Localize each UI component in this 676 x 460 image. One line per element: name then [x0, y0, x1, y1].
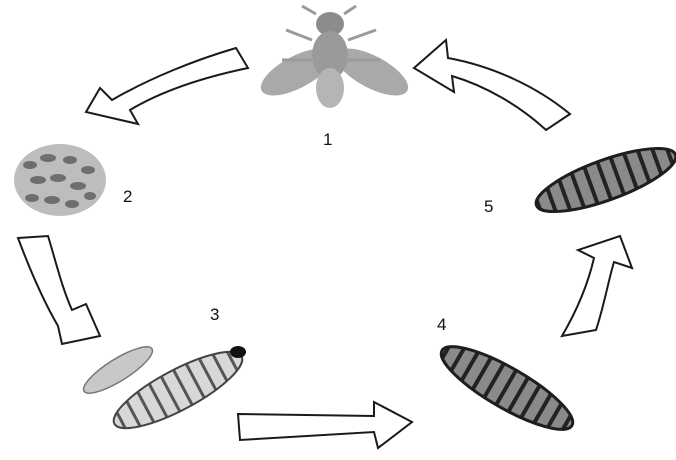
prepupa-icon — [432, 333, 582, 443]
cycle-arrow-2-to-3 — [18, 236, 100, 344]
stage-2-label: 2 — [123, 188, 132, 205]
larvae-icon — [78, 339, 251, 442]
cycle-arrow-4-to-5 — [562, 236, 632, 336]
cycle-arrow-3-to-4 — [238, 402, 412, 448]
cycle-arrow-5-to-1 — [414, 40, 570, 130]
stage-3-label: 3 — [210, 306, 219, 323]
fly-icon — [254, 6, 415, 108]
cycle-arrow-1-to-2 — [86, 48, 248, 124]
stage-5-label: 5 — [484, 198, 493, 215]
egg-cluster-icon — [14, 144, 106, 216]
pupa-icon — [530, 136, 676, 224]
stage-4-label: 4 — [437, 316, 446, 333]
stage-1-label: 1 — [323, 131, 332, 148]
